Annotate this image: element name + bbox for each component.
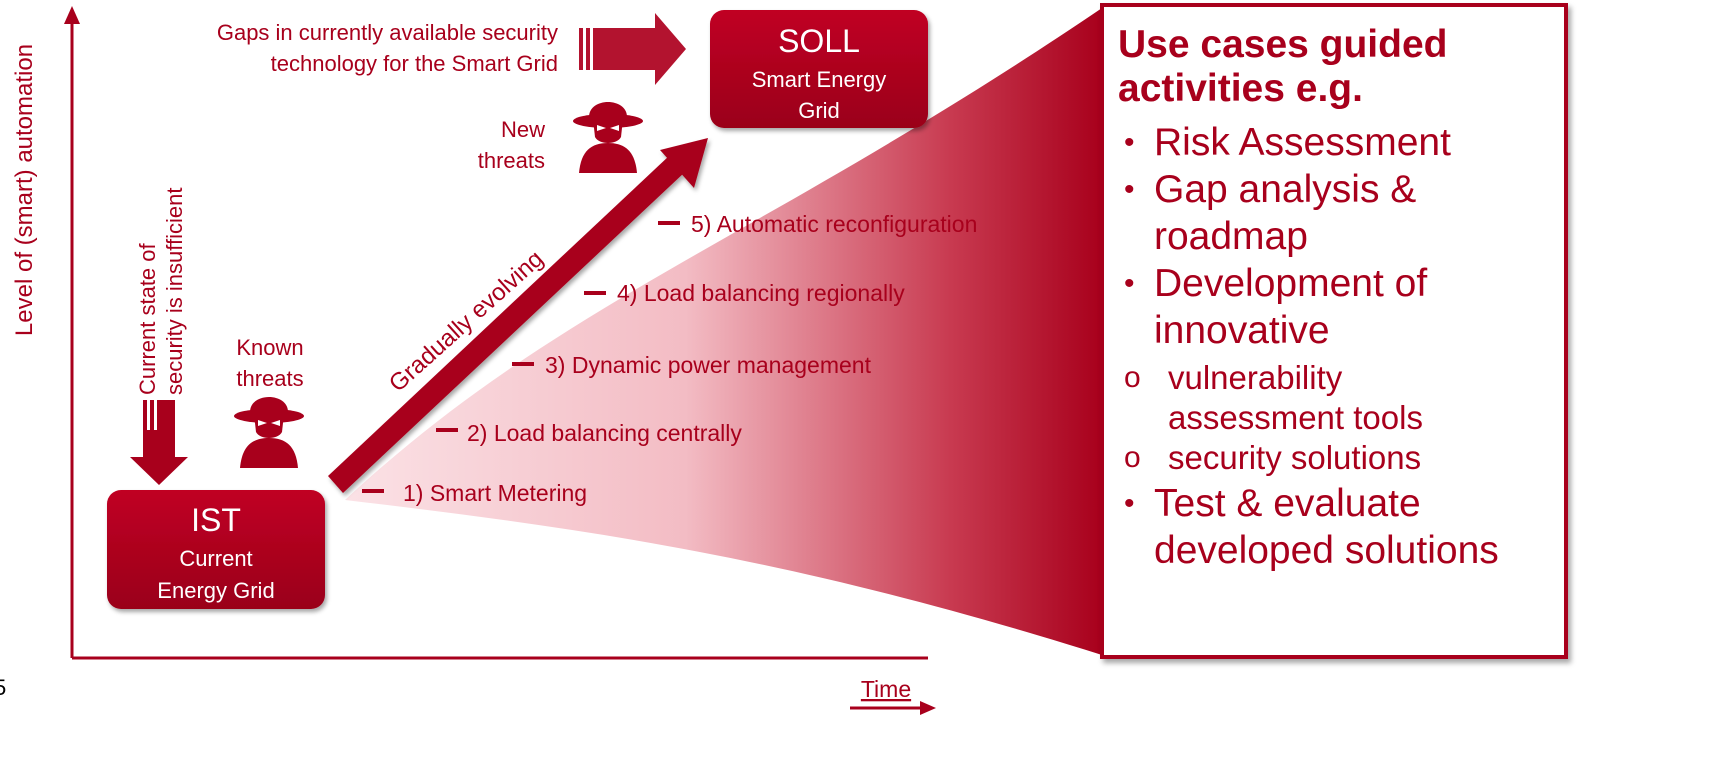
y-axis [64,6,80,658]
known-threats-line-1: Known [236,335,303,360]
down-arrow [130,400,188,485]
bullet-gap-analysis: Gap analysis & roadmap [1118,166,1554,260]
ist-subtitle-2: Energy Grid [157,578,274,603]
new-threats-line-1: New [501,117,545,142]
step-1-label: 1) Smart Metering [403,480,587,506]
use-case-list: Risk Assessment Gap analysis & roadmap D… [1118,119,1554,354]
x-axis-label: Time [861,676,911,702]
panel-heading-line-1: Use cases guided [1118,23,1448,66]
soll-subtitle-2: Grid [798,98,840,123]
step-3: 3) Dynamic power management [512,352,872,378]
soll-title: SOLL [778,23,860,59]
step-3-label: 3) Dynamic power management [545,352,872,378]
ist-box [107,490,325,609]
ist-title: IST [191,502,241,538]
step-5: 5) Automatic reconfiguration [658,211,977,237]
x-axis-arrow [850,701,936,715]
ist-subtitle-1: Current [179,546,252,571]
hacker-icon-new-threats [573,102,643,173]
step-4-label: 4) Load balancing regionally [617,280,905,306]
security-note-line-2: security is insufficient [162,188,187,395]
sub-bullet-security-solutions: security solutions [1118,438,1554,478]
bullet-gap-line-2: roadmap [1154,215,1308,258]
sub-bullet-1-line-2: assessment tools [1168,399,1423,436]
new-threats-line-2: threats [478,148,545,173]
step-4: 4) Load balancing regionally [584,280,905,306]
gaps-arrow [579,13,686,85]
scope-fan [345,8,1102,655]
soll-subtitle-1: Smart Energy [752,67,887,92]
known-threats-line-2: threats [236,366,303,391]
bullet-test-line-2: developed solutions [1154,529,1499,572]
step-5-label: 5) Automatic reconfiguration [691,211,977,237]
hacker-icon-known-threats [234,397,304,468]
development-sub-list: vulnerability assessment tools security … [1118,358,1554,478]
bullet-risk-text: Risk Assessment [1154,121,1451,164]
step-1: 1) Smart Metering [362,480,587,506]
use-case-list-continued: Test & evaluate developed solutions [1118,480,1554,574]
bullet-test-line-1: Test & evaluate [1154,482,1421,525]
sub-bullet-vulnerability-tools: vulnerability assessment tools [1118,358,1554,438]
bullet-development: Development of innovative [1118,260,1554,354]
sub-bullet-2-text: security solutions [1168,439,1422,476]
gaps-note-line-1: Gaps in currently available security [217,20,558,45]
use-cases-panel: Use cases guided activities e.g. Risk As… [1100,3,1568,659]
slide-number: 5 [0,675,6,700]
bullet-test-evaluate: Test & evaluate developed solutions [1118,480,1554,574]
panel-heading: Use cases guided activities e.g. [1118,23,1554,111]
bullet-gap-line-1: Gap analysis & [1154,168,1417,211]
security-note-line-1: Current state of [135,242,160,395]
step-2-label: 2) Load balancing centrally [467,420,742,446]
bullet-dev-line-2: innovative [1154,309,1330,352]
bullet-dev-line-1: Development of [1154,262,1428,305]
gradual-evolution-arrow [328,138,708,493]
soll-box [710,10,928,128]
step-2: 2) Load balancing centrally [436,420,742,446]
sub-bullet-1-line-1: vulnerability [1168,359,1343,396]
gaps-note-line-2: technology for the Smart Grid [271,51,558,76]
bullet-risk-assessment: Risk Assessment [1118,119,1554,166]
y-axis-label: Level of (smart) automation [11,44,38,336]
panel-heading-line-2: activities e.g. [1118,67,1363,110]
